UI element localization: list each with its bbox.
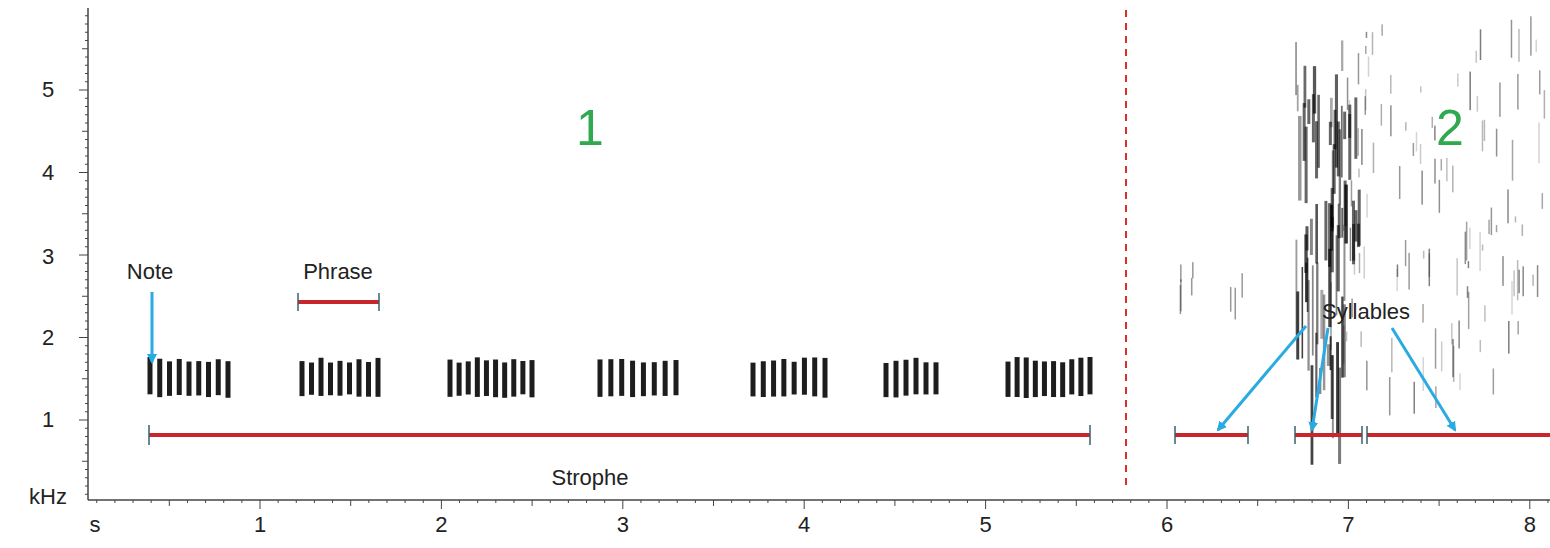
spectrogram-strokes bbox=[148, 16, 1546, 464]
x-tick-label: 5 bbox=[979, 513, 991, 537]
x-axis-unit: s bbox=[90, 513, 101, 537]
y-tick-label: 1 bbox=[42, 408, 54, 432]
callout-label: Syllables bbox=[1322, 300, 1410, 324]
section-number: 1 bbox=[576, 101, 604, 156]
x-tick-label: 4 bbox=[798, 513, 810, 537]
x-tick-label: 3 bbox=[617, 513, 629, 537]
callout-label: Strophe bbox=[551, 466, 628, 490]
leader-arrows bbox=[152, 292, 1455, 430]
x-tick-label: 2 bbox=[435, 513, 447, 537]
y-tick-label: 5 bbox=[42, 78, 54, 102]
span-end-ticks bbox=[149, 293, 1367, 445]
x-tick-label: 6 bbox=[1161, 513, 1173, 537]
callout-label: Note bbox=[127, 260, 173, 284]
x-tick-label: 7 bbox=[1342, 513, 1354, 537]
axis-ticks bbox=[79, 16, 1548, 509]
callout-label: Phrase bbox=[303, 260, 373, 284]
x-tick-label: 1 bbox=[254, 513, 266, 537]
y-axis-unit: kHz bbox=[29, 485, 67, 509]
y-tick-label: 3 bbox=[42, 245, 54, 269]
divider-line bbox=[1125, 10, 1127, 490]
y-tick-label: 4 bbox=[42, 161, 54, 185]
section-number: 2 bbox=[1436, 101, 1464, 156]
x-tick-label: 8 bbox=[1524, 513, 1536, 537]
y-tick-label: 2 bbox=[42, 326, 54, 350]
